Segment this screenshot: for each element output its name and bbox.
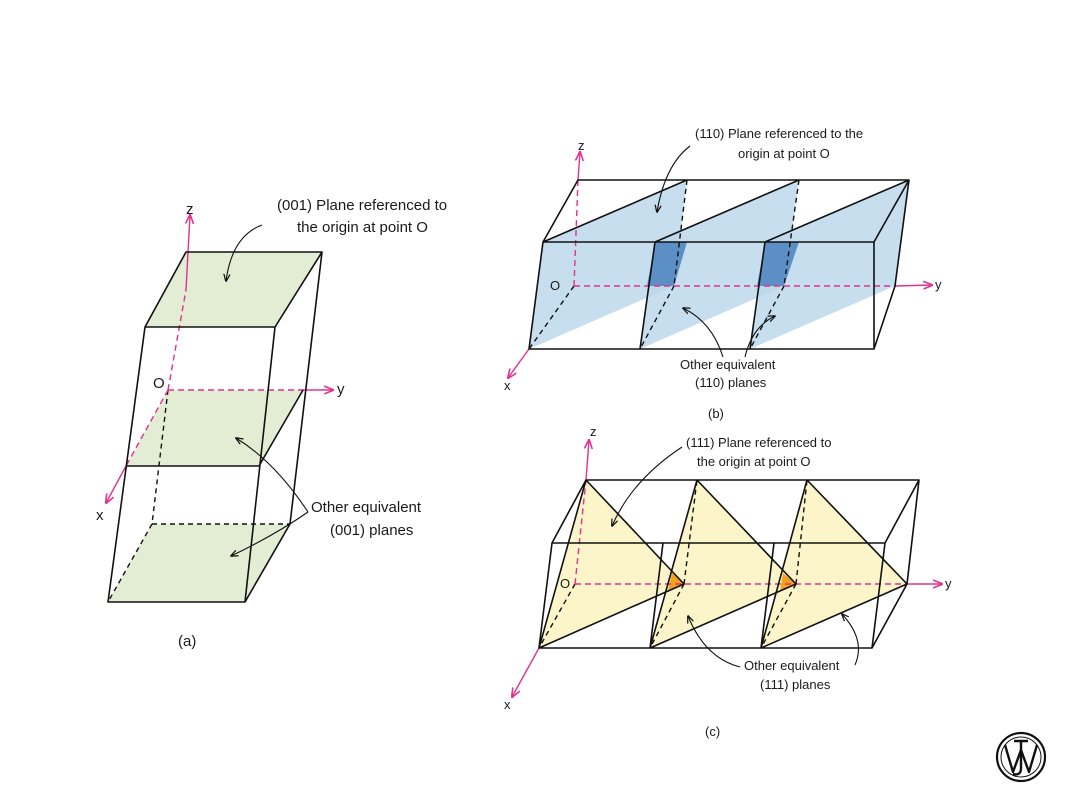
plane-001-bottom [108,524,290,602]
y-axis-b-out [894,285,932,286]
cell-edges-c [538,479,920,649]
plane-110-overlap-1 [647,242,687,286]
hidden-edges-c [538,479,808,649]
z-axis-c-hidden [574,479,587,585]
leader-b-left [683,308,724,358]
equiv-a-line2: (001) planes [330,522,413,539]
panel-c: z y x O (111) Plane referenced to the or… [504,424,952,739]
origin-label-a: O [153,375,165,392]
origin-label-b: O [550,278,560,293]
leader-a-middle [236,438,309,513]
plane-111-third [761,480,907,648]
z-label-b: z [578,138,585,153]
origin-label-c: O [560,576,570,591]
x-axis-a [125,389,169,467]
x-label-c: x [504,697,511,712]
y-label-a: y [337,381,345,398]
equiv-b-line1: Other equivalent [680,357,776,372]
callout-b-line2: origin at point O [738,146,830,161]
x-axis-c-out [512,647,540,697]
cell-edges-a [107,251,323,603]
equiv-c-line2: (111) planes [760,677,831,692]
callout-a-line2: the origin at point O [297,219,428,236]
plane-111-second [650,480,796,648]
plane-111-origin [539,480,684,648]
equiv-c-line1: Other equivalent [744,658,840,673]
caption-b: (b) [708,406,724,421]
z-axis-a-hidden [167,289,187,391]
leader-a-bottom [231,511,309,556]
caption-a: (a) [178,633,196,650]
plane-110-origin [529,180,687,349]
z-axis-b [578,152,580,181]
callout-c-line1: (111) Plane referenced to [686,435,832,450]
x-label-b: x [504,378,511,393]
publisher-logo-icon [995,731,1047,783]
x-axis-b-out [508,348,530,378]
leader-b-right [744,316,775,358]
plane-111-overlap-1 [668,573,684,591]
hidden-edges-b [528,179,800,350]
leader-a-top [226,224,263,281]
panel-a: z y x O (001) Plane referenced to the or… [96,197,447,650]
z-label-c: z [590,424,597,439]
leader-c-left [688,616,741,668]
callout-c-line2: the origin at point O [697,454,810,469]
plane-110-third [750,180,909,349]
z-label-a: z [186,201,194,218]
callout-a-line1: (001) Plane referenced to [277,197,447,214]
y-label-c: y [945,576,952,591]
cell-edges-b [528,179,910,350]
equiv-a-line1: Other equivalent [311,499,422,516]
z-axis-b-hidden [573,179,579,287]
leader-c-right [842,614,859,666]
z-axis-c [586,440,589,481]
panel-b: z y x O (110) Plane referenced to the or… [504,126,942,421]
leader-c-top [612,446,683,526]
plane-111-overlap-2 [780,573,796,591]
callout-b-line1: (110) Plane referenced to the [695,126,863,141]
plane-110-second [640,180,799,349]
hidden-edges-a [107,389,290,603]
y-label-b: y [935,277,942,292]
caption-c: (c) [705,724,720,739]
plane-001-middle [126,390,303,466]
equiv-b-line2: (110) planes [695,375,767,390]
x-label-a: x [96,507,104,524]
leader-b-top [657,145,691,212]
plane-001-top [145,252,322,327]
x-axis-a-out [106,465,127,503]
